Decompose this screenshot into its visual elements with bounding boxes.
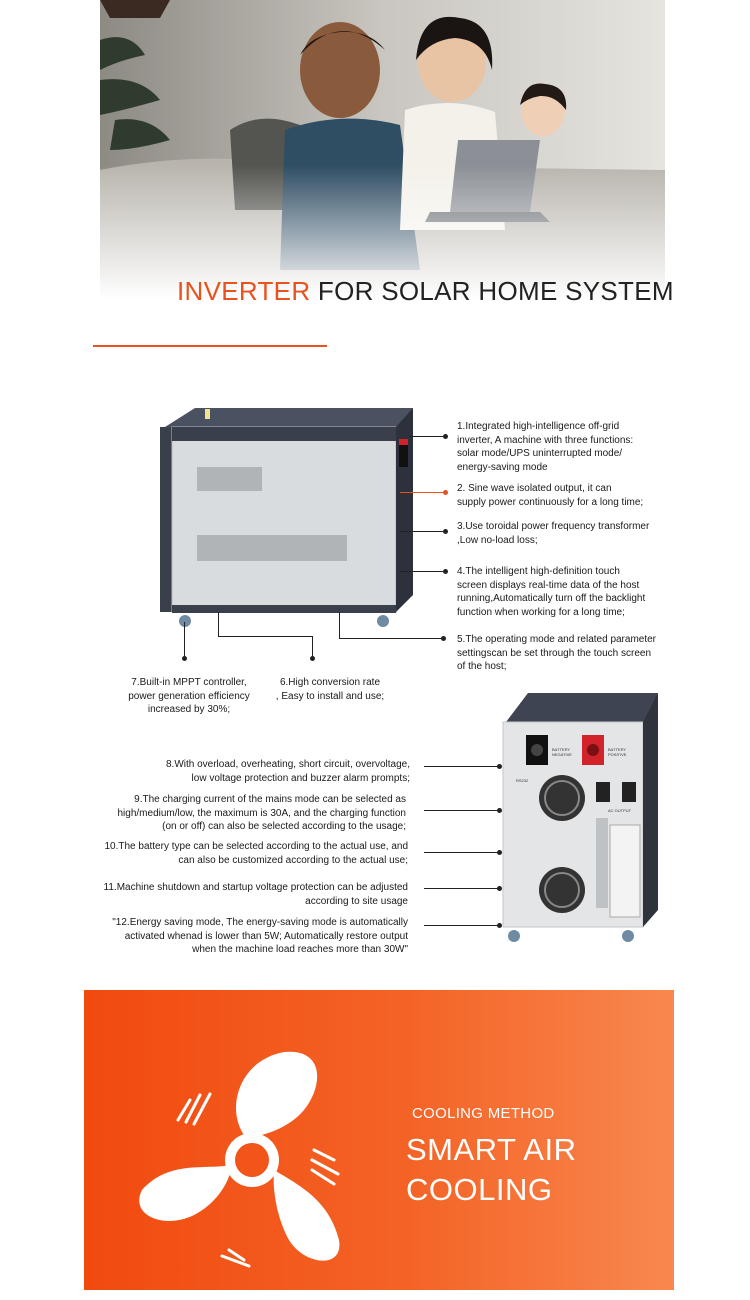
leader-dot-7 [182, 656, 187, 661]
leader-5h [339, 638, 444, 639]
leader-dot-5 [441, 636, 446, 641]
feature-4: 4.The intelligent high-definition touch … [457, 566, 646, 618]
hero-family-photo [100, 0, 665, 300]
feature-9: 9.The charging current of the mains mode… [117, 794, 407, 832]
leader-2 [400, 492, 445, 493]
title-rest: FOR SOLAR HOME SYSTEM [310, 276, 674, 306]
feature-7: 7.Built-in MPPT controller, power genera… [128, 677, 250, 715]
leader-dot-2 [443, 490, 448, 495]
leader-6v [218, 612, 219, 636]
leader-11 [424, 888, 499, 889]
leader-10 [424, 852, 499, 853]
inverter-back-image: BATTERY NEGATIVE BATTERY POSITIVE RS232 … [498, 690, 658, 950]
leader-dot-10 [497, 850, 502, 855]
leader-dot-3 [443, 529, 448, 534]
leader-dot-8 [497, 764, 502, 769]
leader-4 [400, 571, 445, 572]
leader-dot-6 [310, 656, 315, 661]
leader-dot-12 [497, 923, 502, 928]
feature-10: 10.The battery type can be selected acco… [104, 841, 408, 866]
leader-6h [218, 636, 313, 637]
ac-output-label: AC OUTPUT [608, 808, 632, 813]
feature-5: 5.The operating mode and related paramet… [457, 634, 657, 672]
title-accent: INVERTER [177, 276, 311, 306]
feature-3: 3.Use toroidal power frequency transform… [457, 521, 650, 546]
title-underline [93, 345, 327, 347]
leader-5v [339, 612, 340, 639]
feature-1: 1.Integrated high-intelligence off-grid … [457, 421, 634, 473]
feature-2: 2. Sine wave isolated output, it can sup… [457, 483, 644, 508]
leader-9 [424, 810, 499, 811]
battery-negative-label: BATTERY NEGATIVE [552, 747, 572, 757]
rs232-label: RS232 [516, 778, 529, 783]
leader-dot-4 [443, 569, 448, 574]
cooling-subtitle: COOLING METHOD [412, 1105, 555, 1122]
feature-6: 6.High conversion rate , Easy to install… [275, 677, 385, 702]
feature-8: 8.With overload, overheating, short circ… [165, 759, 410, 784]
leader-6d [312, 636, 313, 658]
cooling-title: SMART AIR COOLING [406, 1132, 577, 1207]
leader-dot-9 [497, 808, 502, 813]
leader-dot-1 [443, 434, 448, 439]
leader-1 [410, 436, 445, 437]
leader-dot-11 [497, 886, 502, 891]
feature-12: "12.Energy saving mode, The energy-savin… [112, 917, 408, 955]
cooling-banner: COOLING METHOD SMART AIR COOLING [84, 990, 674, 1290]
battery-positive-label: BATTERY POSITIVE [608, 747, 627, 757]
leader-3 [400, 531, 445, 532]
section-title: INVERTER FOR SOLAR HOME SYSTEM [177, 276, 674, 307]
leader-12 [424, 925, 499, 926]
inverter-front-image [155, 405, 417, 630]
leader-7 [184, 622, 185, 658]
leader-8 [424, 766, 499, 767]
feature-11: 11.Machine shutdown and startup voltage … [103, 882, 408, 907]
fan-icon [134, 1040, 364, 1270]
